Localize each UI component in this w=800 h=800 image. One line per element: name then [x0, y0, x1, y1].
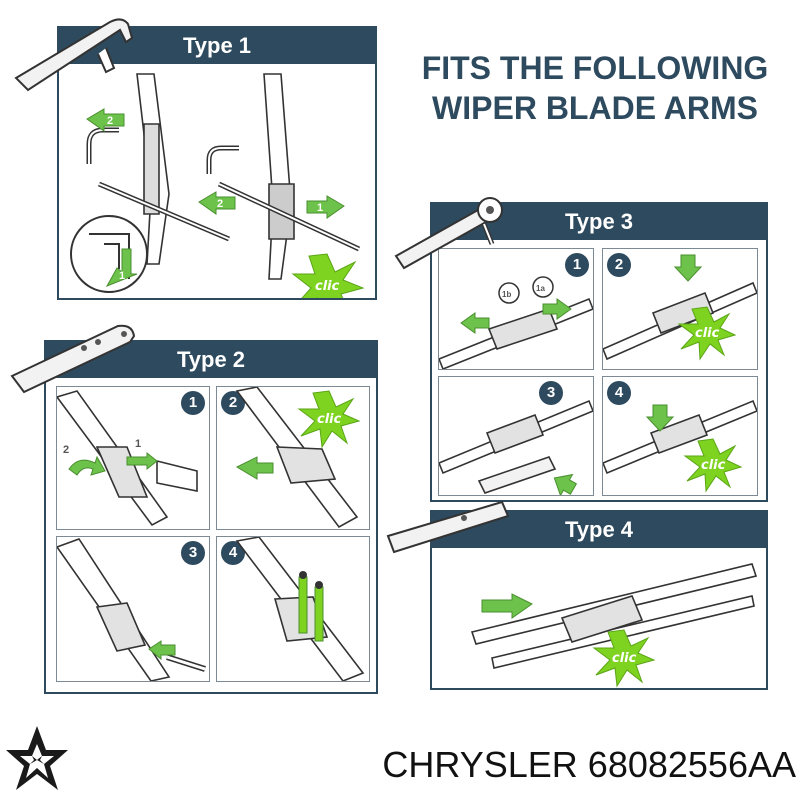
type2-panel: Type 2 1 2 1 2 clic	[44, 340, 378, 694]
type2-screw-left	[298, 576, 308, 634]
type2-step-3-cell: 3	[56, 536, 210, 682]
type1-arrow-2a: 2	[86, 108, 125, 132]
type2-step-3-badge: 3	[181, 541, 205, 565]
type2-step-1-badge: 1	[181, 391, 205, 415]
svg-text:2: 2	[107, 115, 113, 127]
type3-step-1-badge: 1	[565, 253, 589, 277]
headline-line-1: FITS THE FOLLOWING	[421, 50, 769, 86]
type2-step-4-cell: 4	[216, 536, 370, 682]
type3-clic-burst-b: clic	[683, 438, 743, 493]
type2-arrow-1: 1	[126, 438, 158, 471]
svg-text:2: 2	[217, 198, 223, 210]
type1-wiper-arm	[14, 18, 134, 92]
svg-text:1: 1	[317, 202, 323, 214]
headline: FITS THE FOLLOWING WIPER BLADE ARMS	[400, 48, 790, 128]
type3-title: Type 3	[432, 204, 766, 240]
type2-step-1-cell: 1 2 1	[56, 386, 210, 530]
svg-text:clic: clic	[695, 326, 720, 341]
type3-step-1-cell: 1 1b 1a	[438, 248, 594, 370]
type3-clic-burst-a: clic	[677, 306, 737, 361]
type1-arrow-1b: 1	[306, 195, 345, 219]
type2-wiper-arm	[10, 324, 136, 394]
svg-text:1: 1	[135, 438, 141, 450]
brand-name: CHRYSLER	[382, 744, 578, 785]
type3-step-2-badge: 2	[607, 253, 631, 277]
footer-caption: CHRYSLER 68082556AA	[300, 740, 796, 790]
svg-text:2: 2	[63, 444, 69, 456]
type4-wiper-arm	[386, 500, 510, 554]
type3-step-2-cell: 2 clic	[602, 248, 758, 370]
type4-clic-burst: clic	[592, 629, 656, 688]
type3-step-4-badge: 4	[607, 381, 631, 405]
chrysler-pentastar-icon	[6, 726, 68, 790]
type2-step-2-cell: 2 clic	[216, 386, 370, 530]
svg-text:clic: clic	[315, 279, 340, 294]
type1-magnifier	[70, 215, 148, 293]
type2-screw-right	[314, 586, 324, 642]
svg-text:clic: clic	[317, 412, 342, 427]
svg-text:clic: clic	[701, 458, 726, 473]
svg-text:clic: clic	[612, 651, 637, 666]
type3-step-3-cell: 3	[438, 376, 594, 496]
type1-arrow-1a: 1	[105, 248, 138, 287]
part-number: 68082556AA	[587, 744, 796, 785]
type1-blade-right	[217, 73, 361, 280]
type2-clic-burst: clic	[297, 390, 361, 449]
type3-step-4-cell: 4 clic	[602, 376, 758, 496]
type3-panel: Type 3 1 1b 1a 2 clic 3	[430, 202, 768, 502]
type1-illustration: 2 1 2 1 clic	[70, 73, 365, 298]
headline-line-2: WIPER BLADE ARMS	[432, 90, 758, 126]
type1-hook	[86, 127, 119, 164]
type1-arrow-2b: 2	[198, 191, 236, 215]
type3-step-3-badge: 3	[539, 381, 563, 405]
type4-illustration: clic	[470, 563, 758, 688]
type1-panel: Type 1 2 1	[57, 26, 377, 300]
svg-text:1a: 1a	[536, 284, 545, 293]
type3-wiper-arm	[394, 197, 503, 270]
type2-arrow-2: 2	[63, 444, 106, 476]
svg-text:1: 1	[119, 270, 125, 282]
type1-clic-burst: clic	[291, 253, 365, 298]
svg-text:1b: 1b	[502, 290, 511, 299]
type4-panel: Type 4 clic	[430, 510, 768, 690]
type1-blade-left	[98, 73, 230, 265]
